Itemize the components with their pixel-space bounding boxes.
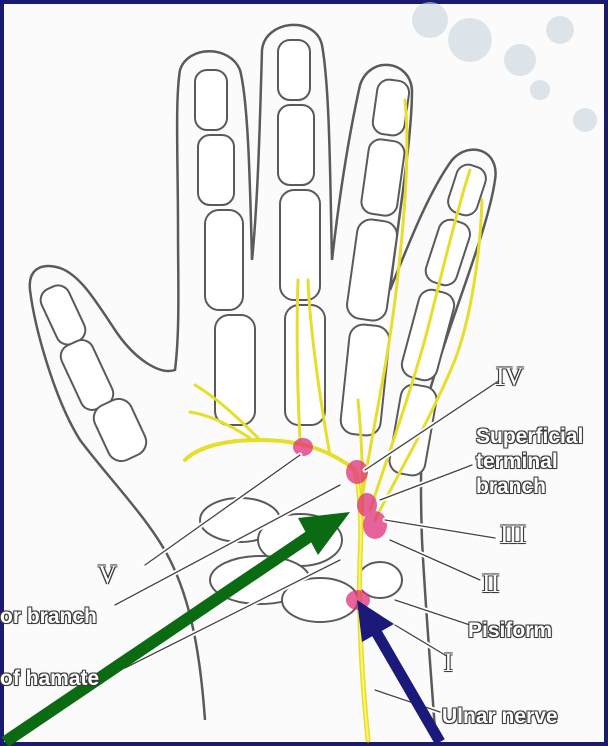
- label-deep-branch: or branch: [0, 606, 97, 627]
- label-iii: III: [500, 522, 526, 548]
- label-hamate: of hamate: [0, 668, 99, 689]
- label-ii: II: [482, 571, 499, 597]
- label-v: V: [98, 562, 117, 588]
- label-terminal: terminal: [476, 451, 558, 472]
- label-ulnar-nerve: Ulnar nerve: [442, 706, 558, 727]
- label-superficial: Superficial: [476, 426, 583, 447]
- label-pisiform: Pisiform: [468, 620, 552, 641]
- label-iv: IV: [496, 364, 523, 390]
- label-branch: branch: [476, 476, 546, 497]
- label-i: I: [444, 650, 453, 676]
